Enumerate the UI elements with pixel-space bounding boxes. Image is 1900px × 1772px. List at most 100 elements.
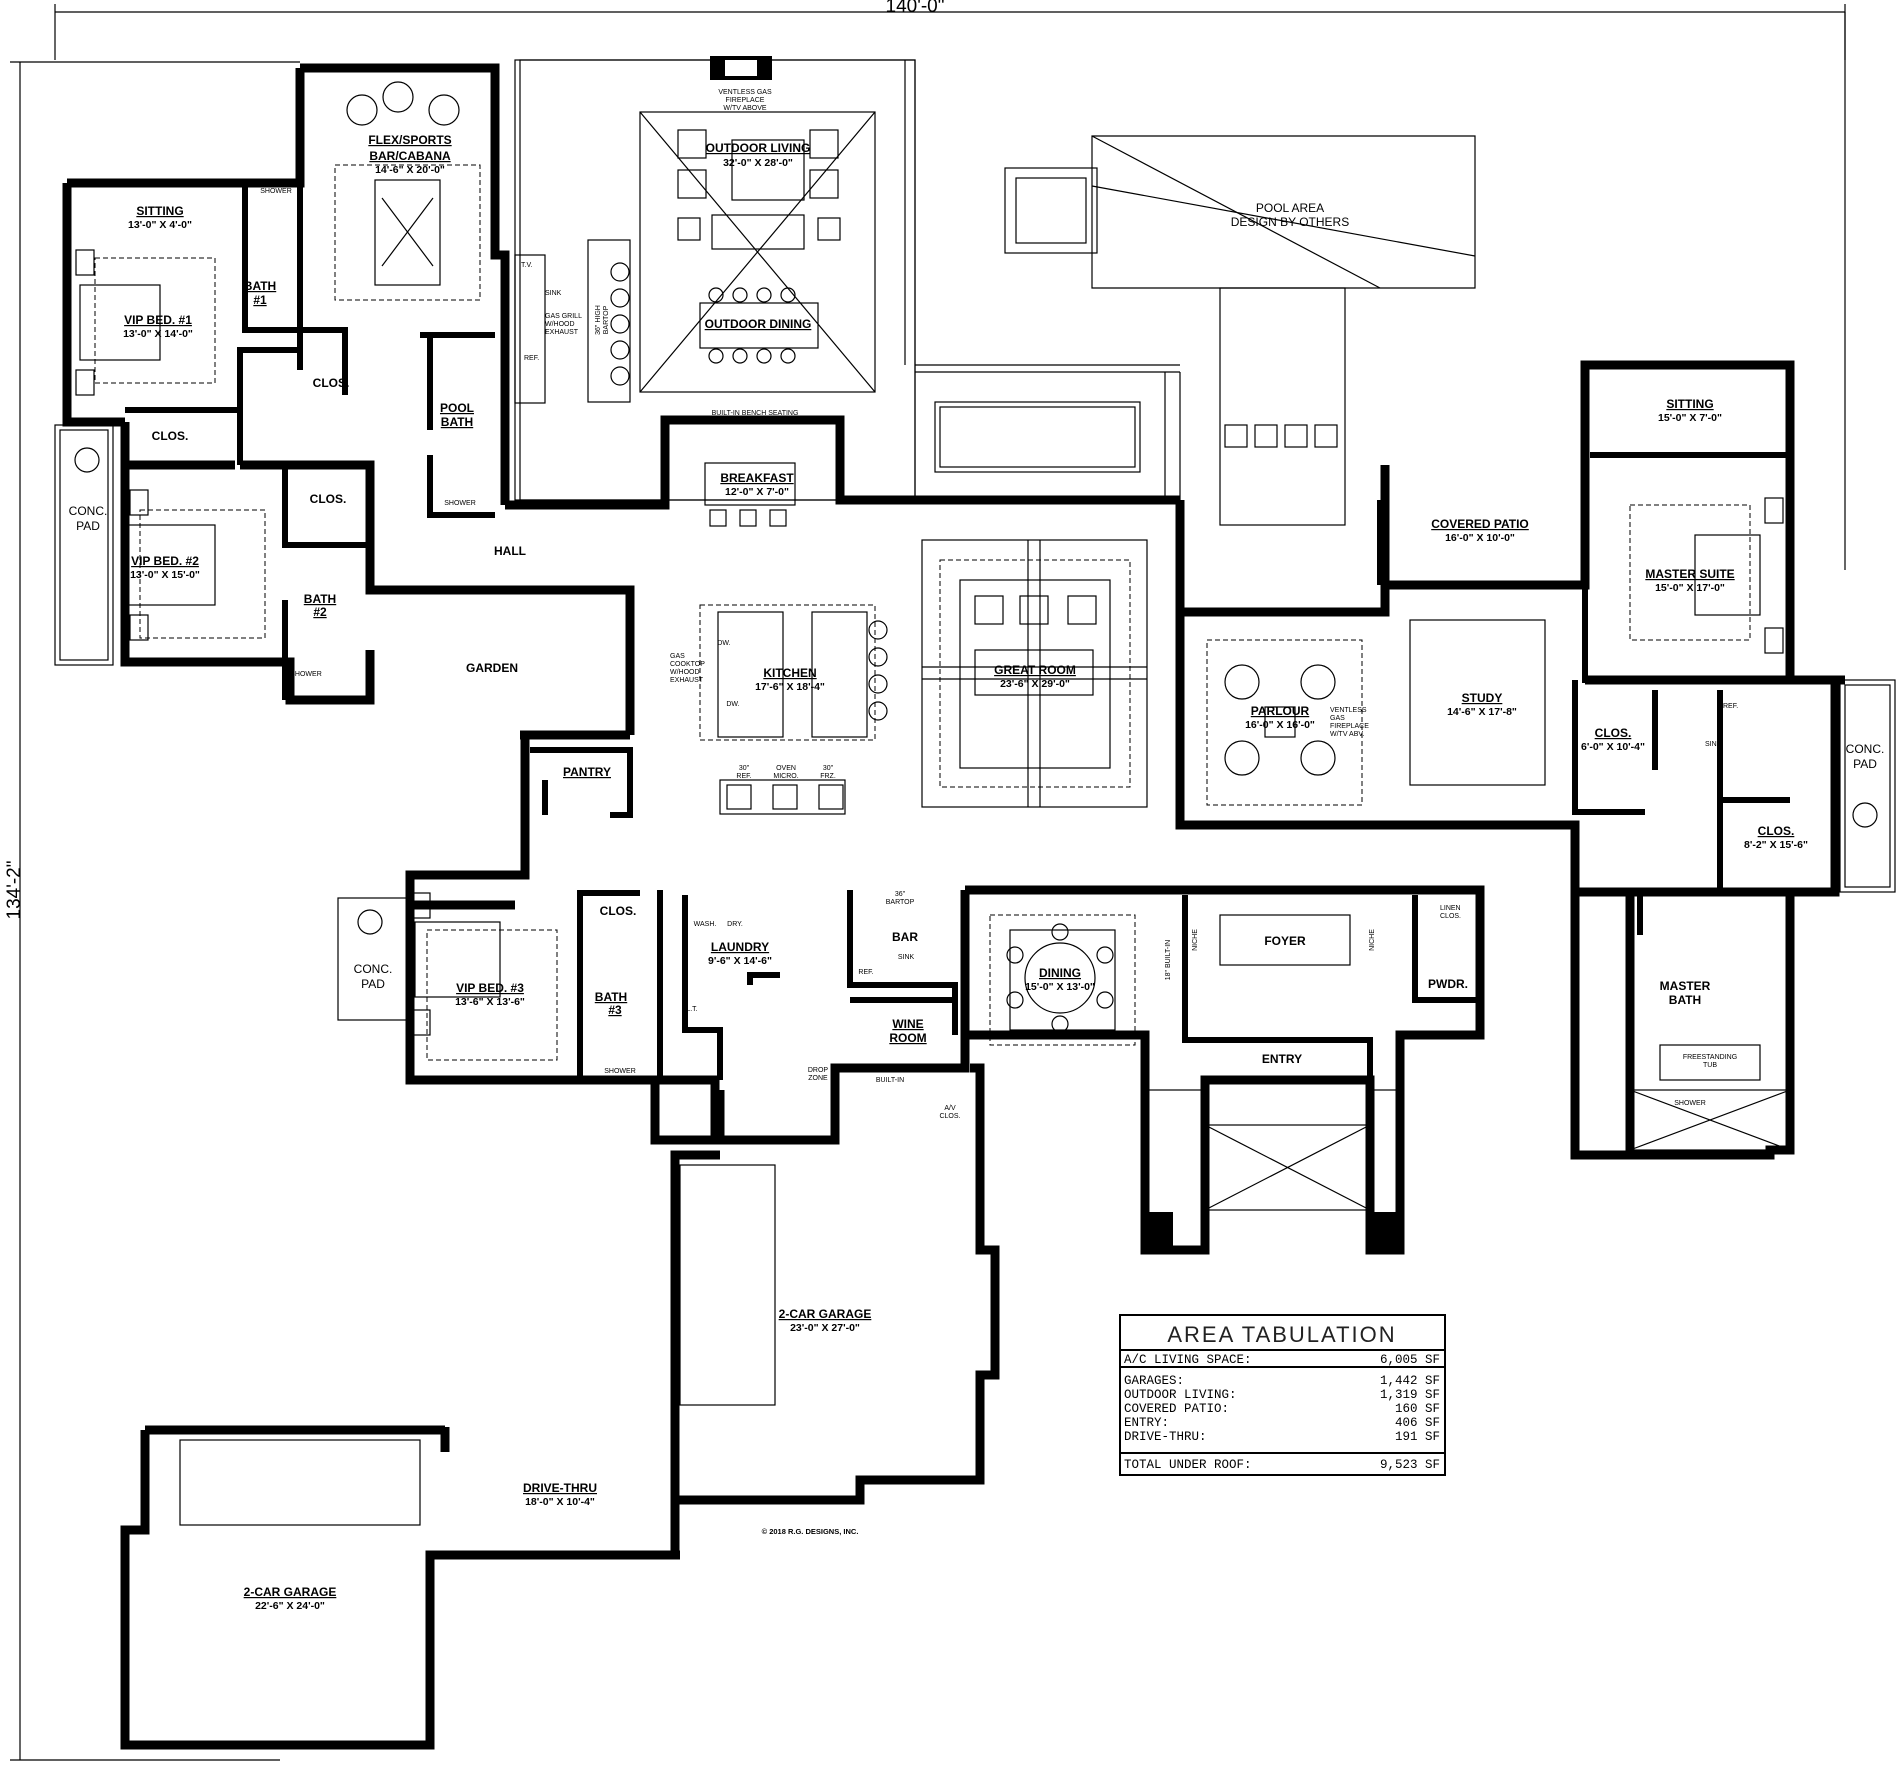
note-linen-2: CLOS.: [1440, 913, 1461, 920]
note-ref-master: REF.: [1723, 703, 1738, 710]
area-tabulation-title: AREA TABULATION: [1167, 1322, 1396, 1347]
note-oven-2: MICRO.: [773, 773, 798, 780]
note-fireplace-1: VENTLESS GAS: [718, 89, 772, 96]
note-av-clos-1: A/V: [944, 1105, 956, 1112]
room-bath-3: BATH: [595, 990, 627, 1004]
room-hall: HALL: [494, 544, 526, 558]
room-master-suite: MASTER SUITE: [1645, 567, 1734, 581]
room-garage-2-dim: 22'-6" X 24'-0": [255, 1600, 325, 1612]
room-vip-bed-3: VIP BED. #3: [456, 981, 524, 995]
area-row-label: ENTRY:: [1124, 1416, 1169, 1430]
note-dw-1: DW.: [717, 640, 730, 647]
room-great-room: GREAT ROOM: [994, 663, 1076, 677]
room-powder: PWDR.: [1428, 977, 1468, 991]
room-vip-bed-2-dim: 13'-0" X 15'-0": [130, 569, 200, 581]
room-garden: GARDEN: [466, 661, 518, 675]
note-tv: T.V.: [521, 262, 532, 269]
exterior-walls: [62, 63, 1845, 1750]
closet-label-1: CLOS.: [313, 376, 350, 390]
room-pantry: PANTRY: [563, 765, 611, 779]
note-tub-1: FREESTANDING: [1683, 1054, 1737, 1061]
room-bath-2: BATH: [304, 592, 336, 606]
room-vip-bed-2: VIP BED. #2: [131, 554, 199, 568]
note-dw-2: DW.: [726, 701, 739, 708]
note-built-in: BUILT-IN: [876, 1077, 904, 1084]
note-shower-5: SHOWER: [1674, 1100, 1706, 1107]
room-master-bath-2: BATH: [1669, 993, 1701, 1007]
room-breakfast: BREAKFAST: [720, 471, 794, 485]
room-garage-1: 2-CAR GARAGE: [779, 1307, 872, 1321]
note-ref30-2: REF.: [736, 773, 751, 780]
room-master-bath: MASTER: [1660, 979, 1711, 993]
closet-label-2: CLOS.: [152, 429, 189, 443]
room-covered-patio: COVERED PATIO: [1431, 517, 1529, 531]
note-niche-2: NICHE: [1369, 929, 1376, 951]
room-bar: BAR: [892, 930, 918, 944]
note-cooktop-3: W/HOOD: [670, 669, 700, 676]
room-outdoor-dining: OUTDOOR DINING: [705, 317, 812, 331]
room-sitting-1: SITTING: [136, 204, 183, 218]
note-bench-seating: BUILT-IN BENCH SEATING: [712, 410, 799, 417]
note-bartop36-1: 36": [895, 891, 906, 898]
room-wine: WINE: [892, 1017, 923, 1031]
closet-label-3: CLOS.: [310, 492, 347, 506]
room-dining: DINING: [1039, 966, 1081, 980]
note-gas-grill-1: GAS GRILL: [545, 313, 582, 320]
area-total-label: TOTAL UNDER ROOF:: [1124, 1458, 1252, 1472]
room-closet-b: CLOS.: [1758, 824, 1795, 838]
note-sink-outdoor: SINK: [545, 290, 562, 297]
note-linen-1: LINEN: [1440, 905, 1461, 912]
note-shower-2: SHOWER: [290, 671, 322, 678]
note-shower-1: SHOWER: [260, 188, 292, 195]
room-outdoor-living-dim: 32'-0" X 28'-0": [723, 157, 793, 169]
note-ref-bar: REF.: [858, 969, 873, 976]
note-bartop-2: BARTOP: [603, 305, 610, 334]
room-dining-dim: 15'-0" X 13'-0": [1025, 981, 1095, 993]
room-sitting-2: SITTING: [1666, 397, 1713, 411]
note-oven-1: OVEN: [776, 765, 796, 772]
note-lt: L.T.: [686, 1006, 697, 1013]
conc-pad-1: CONC.: [69, 504, 108, 518]
note-parlour-fp-1: VENTLESS: [1330, 707, 1367, 714]
note-sink-bar: SINK: [898, 954, 915, 961]
room-study-dim: 14'-6" X 17'-8": [1447, 706, 1517, 718]
room-labels: FLEX/SPORTS BAR/CABANA 14'-6" X 20'-0" S…: [69, 133, 1885, 1612]
interior-walls: [125, 183, 1790, 1080]
note-wash: WASH.: [694, 921, 717, 928]
area-row-value: 406 SF: [1395, 1416, 1440, 1430]
note-sink-master: SINK: [1705, 741, 1722, 748]
area-row-label: COVERED PATIO:: [1124, 1402, 1229, 1416]
note-frz-2: FRZ.: [820, 773, 836, 780]
area-row-label: OUTDOOR LIVING:: [1124, 1388, 1237, 1402]
area-tabulation-table: AREA TABULATION A/C LIVING SPACE: 6,005 …: [1119, 1314, 1446, 1476]
copyright-note: © 2018 R.G. DESIGNS, INC.: [762, 1527, 859, 1536]
room-master-suite-dim: 15'-0" X 17'-0": [1655, 582, 1725, 594]
note-cooktop-1: GAS: [670, 653, 685, 660]
room-garage-1-dim: 23'-0" X 27'-0": [790, 1322, 860, 1334]
note-gas-grill-3: EXHAUST: [545, 329, 579, 336]
area-ac-label: A/C LIVING SPACE:: [1124, 1353, 1252, 1367]
note-parlour-fp-3: FIREPLACE: [1330, 723, 1369, 730]
room-pool-bath-2: BATH: [441, 415, 473, 429]
room-covered-patio-dim: 16'-0" X 10'-0": [1445, 532, 1515, 544]
note-av-clos-2: CLOS.: [939, 1113, 960, 1120]
room-pool-bath: POOL: [440, 401, 474, 415]
room-vip-bed-3-dim: 13'-6" X 13'-6": [455, 996, 525, 1008]
conc-pad-3b: PAD: [1853, 757, 1877, 771]
note-builtin18: 18" BUILT-IN: [1165, 940, 1172, 980]
depth-dimension: 134'-2": [4, 861, 25, 920]
closet-label-4: CLOS.: [600, 904, 637, 918]
room-breakfast-dim: 12'-0" X 7'-0": [725, 486, 789, 498]
room-vip-bed-1-dim: 13'-0" X 14'-0": [123, 328, 193, 340]
room-entry: ENTRY: [1262, 1052, 1302, 1066]
room-great-room-dim: 23'-6" X 29'-0": [1000, 678, 1070, 690]
room-closet-b-dim: 8'-2" X 15'-6": [1744, 839, 1808, 851]
room-kitchen: KITCHEN: [763, 666, 816, 680]
note-frz-1: 30": [823, 765, 834, 772]
note-parlour-fp-4: W/TV ABV.: [1330, 731, 1364, 738]
conc-pad-2b: PAD: [361, 977, 385, 991]
room-parlour: PARLOUR: [1251, 704, 1310, 718]
room-closet-a: CLOS.: [1595, 726, 1632, 740]
room-sitting-2-dim: 15'-0" X 7'-0": [1658, 412, 1722, 424]
